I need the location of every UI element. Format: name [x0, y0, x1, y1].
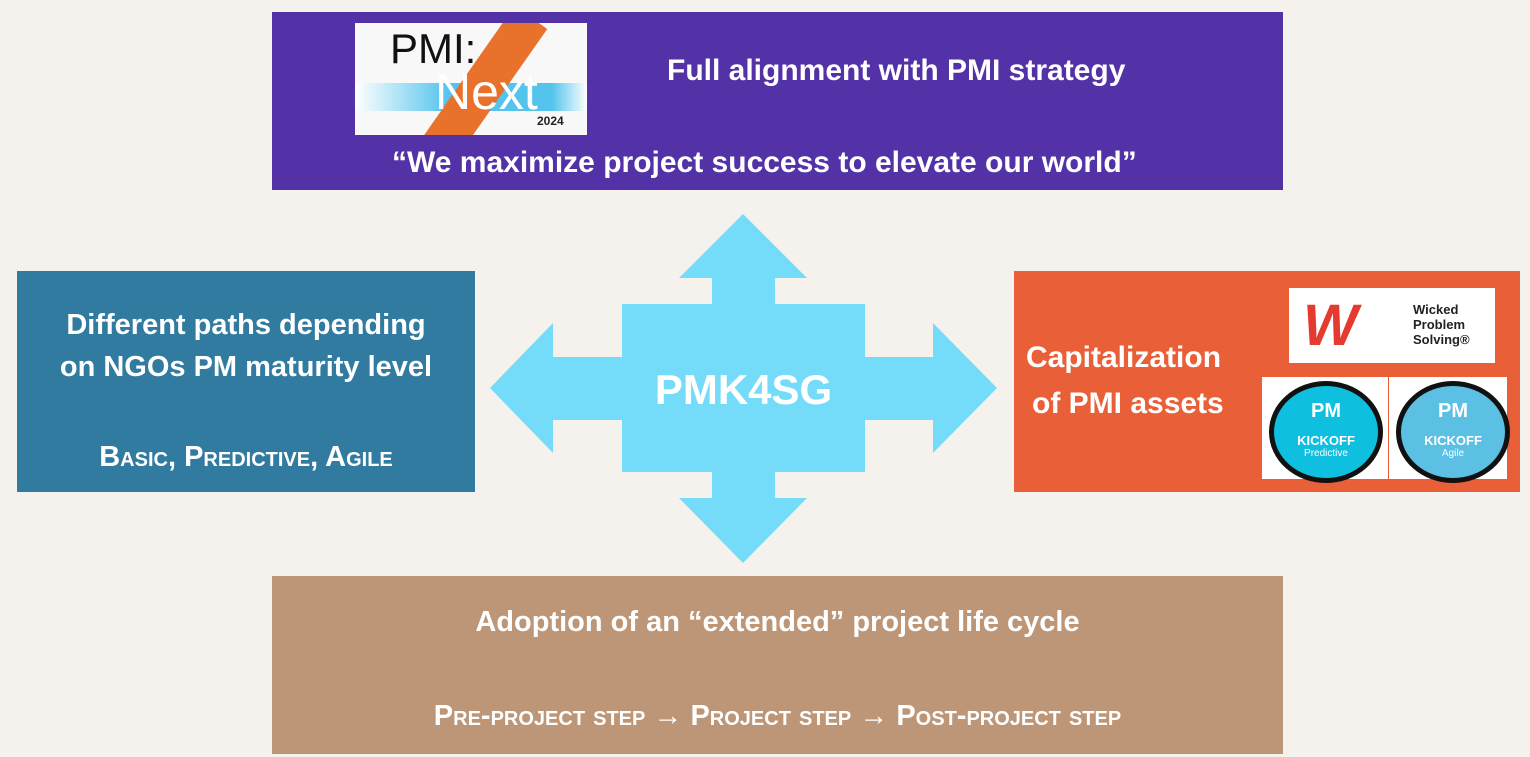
pmi-icon: PM: [1438, 400, 1468, 422]
wicked-problem-solving-logo: W Wicked Problem Solving®: [1289, 288, 1495, 363]
pmi-icon: PM: [1311, 400, 1341, 422]
assets-title-line1: Capitalization: [1026, 341, 1222, 374]
assets-box: Capitalization of PMI assets W Wicked Pr…: [1014, 271, 1520, 492]
lifecycle-steps: Pre-project step → Project step → Post-p…: [433, 700, 1122, 732]
pmi-next-logo: PMI: Next 2024: [355, 23, 587, 135]
lifecycle-title: Adoption of an “extended” project life c…: [475, 606, 1080, 638]
paths-title-line2: on NGOs PM maturity level: [59, 351, 433, 383]
strategy-box: PMI: Next 2024 Full alignment with PMI s…: [272, 12, 1283, 190]
lifecycle-box: Adoption of an “extended” project life c…: [272, 576, 1283, 754]
center-label: PMK4SG: [654, 366, 833, 413]
paths-title-line1: Different paths depending: [66, 309, 426, 341]
strategy-title: Full alignment with PMI strategy: [667, 54, 1126, 87]
assets-title-line2: of PMI assets: [1032, 387, 1224, 420]
paths-list: Basic, Predictive, Agile: [99, 441, 393, 473]
paths-box: Different paths depending on NGOs PM mat…: [17, 271, 475, 492]
strategy-quote: “We maximize project success to elevate …: [392, 146, 1137, 179]
kickoff-predictive-badge: PM KICKOFF Predictive: [1262, 377, 1388, 483]
kickoff-agile-badge: PM KICKOFF Agile: [1389, 377, 1510, 483]
